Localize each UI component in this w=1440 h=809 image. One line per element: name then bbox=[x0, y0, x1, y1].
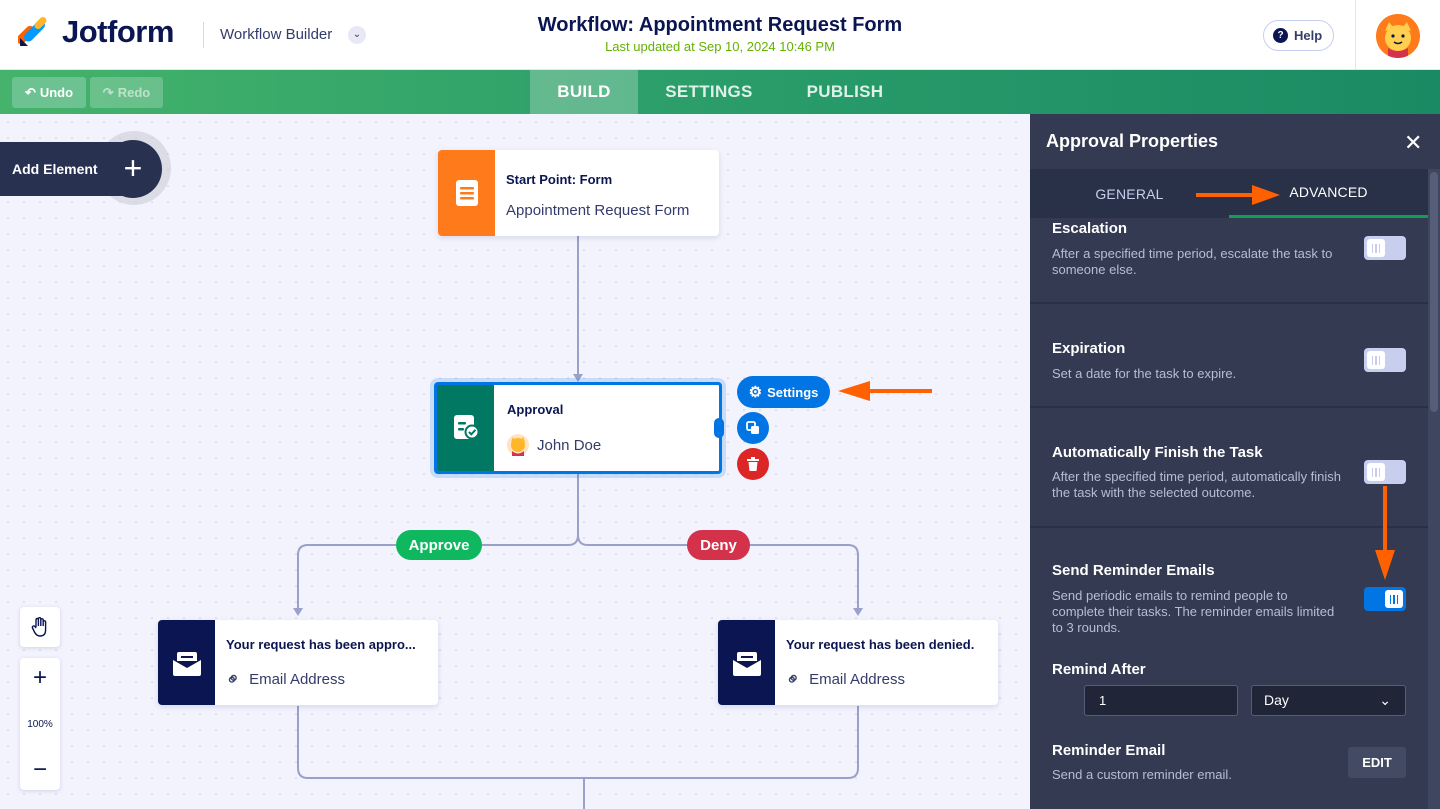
plus-icon[interactable]: + bbox=[104, 140, 162, 198]
duplicate-node-button[interactable] bbox=[737, 412, 769, 444]
remind-after-label: Remind After bbox=[1052, 661, 1146, 678]
reminder-title: Send Reminder Emails bbox=[1052, 562, 1215, 579]
expiration-desc: Set a date for the task to expire. bbox=[1052, 366, 1237, 381]
selected-unit: Day bbox=[1264, 692, 1289, 708]
reminder-desc: Send periodic emails to remind people to… bbox=[1052, 588, 1335, 635]
reminder-toggle[interactable] bbox=[1364, 587, 1406, 611]
pan-tool-button[interactable] bbox=[20, 607, 60, 647]
undo-icon: ↶ bbox=[24, 84, 36, 100]
recipient-field: Email Address bbox=[249, 671, 345, 688]
recipient-field: Email Address bbox=[809, 671, 905, 688]
zoom-controls: + 100% − bbox=[20, 658, 60, 790]
escalation-section: Escalation After a specified time period… bbox=[1030, 218, 1428, 304]
builder-selector-label[interactable]: Workflow Builder bbox=[220, 26, 333, 43]
approval-node[interactable]: Approval John Doe bbox=[434, 382, 722, 474]
delete-node-button[interactable] bbox=[737, 448, 769, 480]
trash-icon bbox=[747, 457, 759, 471]
node-output-handle[interactable] bbox=[714, 418, 724, 438]
node-recipient: ⚭ Email Address bbox=[221, 667, 345, 692]
escalation-toggle[interactable] bbox=[1364, 236, 1406, 260]
last-updated-text: Last updated at Sep 10, 2024 10:46 PM bbox=[605, 39, 835, 54]
user-avatar[interactable] bbox=[1376, 14, 1420, 58]
remind-after-input[interactable]: 1 bbox=[1084, 685, 1238, 716]
redo-button[interactable]: ↷ Redo bbox=[90, 77, 163, 108]
tab-build[interactable]: BUILD bbox=[530, 70, 638, 114]
workflow-title: Workflow: Appointment Request Form bbox=[537, 14, 903, 36]
tab-publish[interactable]: PUBLISH bbox=[806, 82, 884, 101]
help-label: Help bbox=[1294, 28, 1323, 43]
auto-finish-desc: After the specified time period, automat… bbox=[1052, 469, 1342, 500]
zoom-out-button[interactable]: − bbox=[32, 756, 47, 783]
reminder-email-title: Reminder Email bbox=[1052, 742, 1166, 759]
chevron-down-icon: ⌄ bbox=[1379, 692, 1391, 708]
link-icon: ⚭ bbox=[220, 666, 246, 692]
settings-label: Settings bbox=[767, 384, 819, 400]
redo-label: Redo bbox=[117, 85, 151, 100]
expiration-title: Expiration bbox=[1052, 340, 1126, 357]
approve-branch-label[interactable]: Approve bbox=[396, 530, 482, 560]
top-header: Jotform Workflow Builder ⌄ Workflow: App… bbox=[0, 0, 1440, 70]
panel-title: Approval Properties bbox=[1046, 131, 1219, 151]
auto-finish-toggle[interactable] bbox=[1364, 460, 1406, 484]
scrollbar-thumb[interactable] bbox=[1430, 172, 1438, 412]
auto-finish-title: Automatically Finish the Task bbox=[1052, 444, 1263, 461]
user-avatar-icon bbox=[507, 434, 529, 456]
expiration-section: Expiration Set a date for the task to ex… bbox=[1030, 304, 1428, 408]
brand-name[interactable]: Jotform bbox=[62, 14, 174, 49]
panel-tabs: GENERAL ADVANCED bbox=[1030, 169, 1428, 218]
flow-connectors bbox=[293, 236, 863, 809]
node-assignee: John Doe bbox=[507, 434, 601, 456]
email-icon bbox=[158, 620, 215, 705]
expiration-toggle[interactable] bbox=[1364, 348, 1406, 372]
node-recipient: ⚭ Email Address bbox=[781, 667, 905, 692]
auto-finish-section: Automatically Finish the Task After the … bbox=[1030, 408, 1428, 528]
header-divider bbox=[1355, 0, 1356, 70]
node-settings-button[interactable]: ⚙ Settings bbox=[737, 376, 830, 408]
approval-icon bbox=[437, 385, 494, 471]
edit-reminder-email-button[interactable]: EDIT bbox=[1348, 747, 1406, 778]
email-icon bbox=[718, 620, 775, 705]
node-title: Your request has been denied. bbox=[786, 637, 975, 652]
question-icon: ? bbox=[1273, 28, 1288, 43]
start-point-node[interactable]: Start Point: Form Appointment Request Fo… bbox=[438, 150, 719, 236]
zoom-level: 100% bbox=[27, 718, 53, 730]
tab-general[interactable]: GENERAL bbox=[1095, 185, 1164, 202]
link-icon: ⚭ bbox=[780, 666, 806, 692]
help-button[interactable]: ? Help bbox=[1263, 20, 1334, 51]
deny-branch-label[interactable]: Deny bbox=[687, 530, 750, 560]
escalation-desc: After a specified time period, escalate … bbox=[1052, 246, 1333, 277]
email-approved-node[interactable]: Your request has been appro... ⚭ Email A… bbox=[158, 620, 438, 705]
redo-icon: ↷ bbox=[102, 84, 114, 100]
node-title: Your request has been appro... bbox=[226, 637, 416, 652]
form-name: Appointment Request Form bbox=[506, 202, 690, 219]
assignee-name: John Doe bbox=[537, 436, 602, 454]
remind-after-unit-select[interactable]: Day ⌄ bbox=[1251, 685, 1406, 716]
gear-icon: ⚙ bbox=[748, 384, 763, 401]
builder-toolbar bbox=[0, 70, 1440, 114]
undo-button[interactable]: ↶ Undo bbox=[12, 77, 86, 108]
hand-icon bbox=[31, 617, 47, 637]
add-element-label: Add Element bbox=[12, 161, 98, 177]
chevron-down-icon[interactable]: ⌄ bbox=[348, 26, 366, 44]
undo-label: Undo bbox=[39, 85, 74, 100]
header-divider bbox=[203, 22, 204, 48]
close-icon[interactable]: ✕ bbox=[1404, 130, 1423, 155]
escalation-title: Escalation bbox=[1052, 220, 1128, 237]
copy-icon bbox=[746, 421, 759, 434]
reminder-email-desc: Send a custom reminder email. bbox=[1052, 767, 1232, 782]
email-denied-node[interactable]: Your request has been denied. ⚭ Email Ad… bbox=[718, 620, 998, 705]
zoom-in-button[interactable]: + bbox=[32, 664, 47, 691]
form-document-icon bbox=[438, 150, 495, 236]
tab-advanced[interactable]: ADVANCED bbox=[1229, 169, 1428, 218]
node-title: Approval bbox=[507, 402, 564, 417]
node-subtitle: Appointment Request Form bbox=[506, 202, 689, 219]
jotform-logo-icon[interactable] bbox=[18, 16, 50, 48]
node-title: Start Point: Form bbox=[506, 172, 613, 187]
tab-settings[interactable]: SETTINGS bbox=[665, 82, 753, 101]
